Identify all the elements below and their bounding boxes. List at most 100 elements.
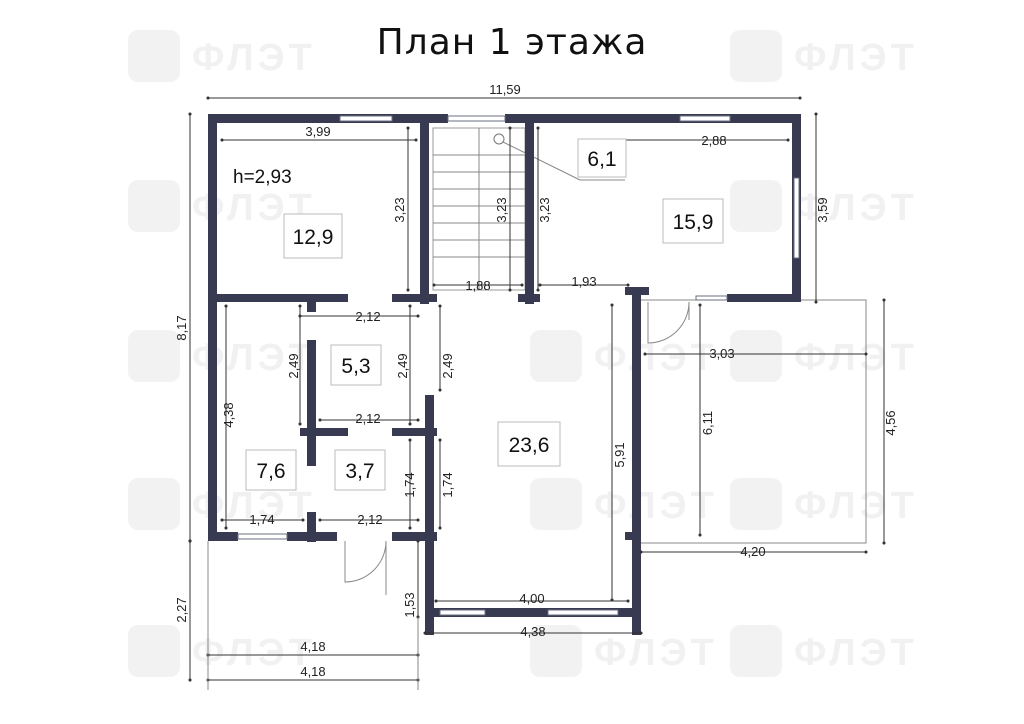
wall <box>425 608 641 617</box>
wall <box>208 294 348 302</box>
svg-text:ФЛЭТ: ФЛЭТ <box>594 337 718 379</box>
room-area-bath: 3,7 <box>345 460 374 483</box>
watermark-logo: ФЛЭТ <box>530 625 718 677</box>
dim-bottom-width-a: 4,18 <box>300 639 325 654</box>
dim-bath-height-a: 1,74 <box>402 472 417 497</box>
room-area-box <box>245 449 297 491</box>
watermark-logo: ФЛЭТ <box>128 625 316 677</box>
dim-left-room-width: 1,74 <box>249 512 274 527</box>
wall <box>525 114 534 304</box>
svg-text:ФЛЭТ: ФЛЭТ <box>794 37 918 79</box>
window <box>237 533 288 540</box>
room-area-top-right: 15,9 <box>673 211 714 234</box>
dim-living-inner-width: 4,00 <box>519 591 544 606</box>
room-area-left: 7,6 <box>256 460 285 483</box>
walls <box>208 114 801 635</box>
room-area-living: 23,6 <box>509 434 550 457</box>
dim-stair-height-b: 3,23 <box>537 197 552 222</box>
dim-terrace-bottom-width: 4,20 <box>740 544 765 559</box>
dim-top-right-height: 3,59 <box>815 197 830 222</box>
dim-corridor-height-b: 2,49 <box>395 353 410 378</box>
svg-text:ФЛЭТ: ФЛЭТ <box>594 485 718 527</box>
svg-text:ФЛЭТ: ФЛЭТ <box>794 187 918 229</box>
room-area-corridor: 5,3 <box>341 355 370 378</box>
dim-overall-height: 8,17 <box>174 315 189 340</box>
dim-bottom-height: 2,27 <box>174 597 189 622</box>
dim-left-block-height: 4,38 <box>221 402 236 427</box>
wall <box>307 340 316 466</box>
svg-text:ФЛЭТ: ФЛЭТ <box>192 37 316 79</box>
watermark-logo: ФЛЭТ <box>530 330 718 382</box>
window <box>679 115 731 122</box>
door-swing <box>647 301 690 344</box>
window <box>793 177 800 259</box>
watermark-logo: ФЛЭТ <box>730 625 914 677</box>
room-area-box <box>577 138 627 178</box>
watermark-logo: ФЛЭТ <box>730 180 918 232</box>
dim-bedroom-height: 3,23 <box>392 197 407 222</box>
dim-bedroom-width: 3,99 <box>305 124 330 139</box>
dimension-labels: 11,59 8,17 3,99 3,23 3,23 3,23 2,88 3,59… <box>174 82 898 679</box>
dim-bath-height-b: 1,74 <box>440 472 455 497</box>
room-area-box <box>497 421 561 467</box>
dim-terrace-inner-height: 6,11 <box>700 411 715 435</box>
window <box>439 609 486 616</box>
ceiling-height-label: h=2,93 <box>233 167 292 188</box>
plan-title: План 1 этажа <box>376 22 648 63</box>
wall <box>392 294 437 302</box>
room-area-box <box>334 449 386 491</box>
svg-text:ФЛЭТ: ФЛЭТ <box>594 632 718 674</box>
staircase <box>432 127 625 291</box>
watermark-logo: ФЛЭТ <box>530 478 718 530</box>
dim-stair-width: 1,88 <box>465 278 490 293</box>
wall <box>208 114 438 123</box>
dim-corridor-height-c: 2,49 <box>440 353 455 378</box>
dim-terrace-width: 3,03 <box>709 346 734 361</box>
door-swing <box>344 540 387 583</box>
room-area-bedroom: 12,9 <box>293 226 334 249</box>
window <box>339 115 393 122</box>
wall <box>208 114 217 541</box>
window <box>447 115 506 122</box>
wall <box>307 512 316 542</box>
wall <box>208 532 238 541</box>
wall <box>632 287 641 635</box>
dim-living-outer-width: 4,38 <box>520 624 545 639</box>
dim-hall-width: 1,93 <box>571 274 596 289</box>
svg-text:ФЛЭТ: ФЛЭТ <box>192 632 316 674</box>
dim-corridor-top-width: 2,12 <box>355 309 380 324</box>
watermark-logo: ФЛЭТ <box>730 330 918 382</box>
dim-corridor-height-a: 2,49 <box>286 353 301 378</box>
wall <box>425 395 434 635</box>
window <box>547 609 619 616</box>
dimension-lines <box>188 96 886 690</box>
room-area-box <box>283 213 343 259</box>
watermark-logo: ФЛЭТ <box>730 30 918 82</box>
watermark-logo: ФЛЭТ <box>128 30 316 82</box>
wall <box>307 294 316 312</box>
window <box>695 295 728 301</box>
room-area-box <box>330 344 382 386</box>
wall <box>287 532 337 541</box>
dim-living-height: 5,91 <box>612 442 627 467</box>
wall <box>430 114 448 123</box>
svg-text:ФЛЭТ: ФЛЭТ <box>794 485 918 527</box>
svg-text:ФЛЭТ: ФЛЭТ <box>794 337 918 379</box>
wall <box>392 428 437 436</box>
dim-corridor-mid-width: 2,12 <box>355 411 380 426</box>
wall <box>505 114 800 123</box>
dim-top-right-width: 2,88 <box>701 133 726 148</box>
wall <box>420 114 429 304</box>
dim-overall-width: 11,59 <box>489 82 521 97</box>
dim-porch-height: 1,53 <box>402 592 417 617</box>
wall <box>518 294 540 302</box>
windows <box>237 115 800 616</box>
wall <box>300 428 348 436</box>
doors <box>344 301 690 595</box>
wall <box>625 532 641 540</box>
dim-terrace-outer-height: 4,56 <box>883 410 898 435</box>
dim-bath-width: 2,12 <box>357 512 382 527</box>
watermark-logo: ФЛЭТ <box>730 478 918 530</box>
dim-bottom-width-b: 4,18 <box>300 664 325 679</box>
